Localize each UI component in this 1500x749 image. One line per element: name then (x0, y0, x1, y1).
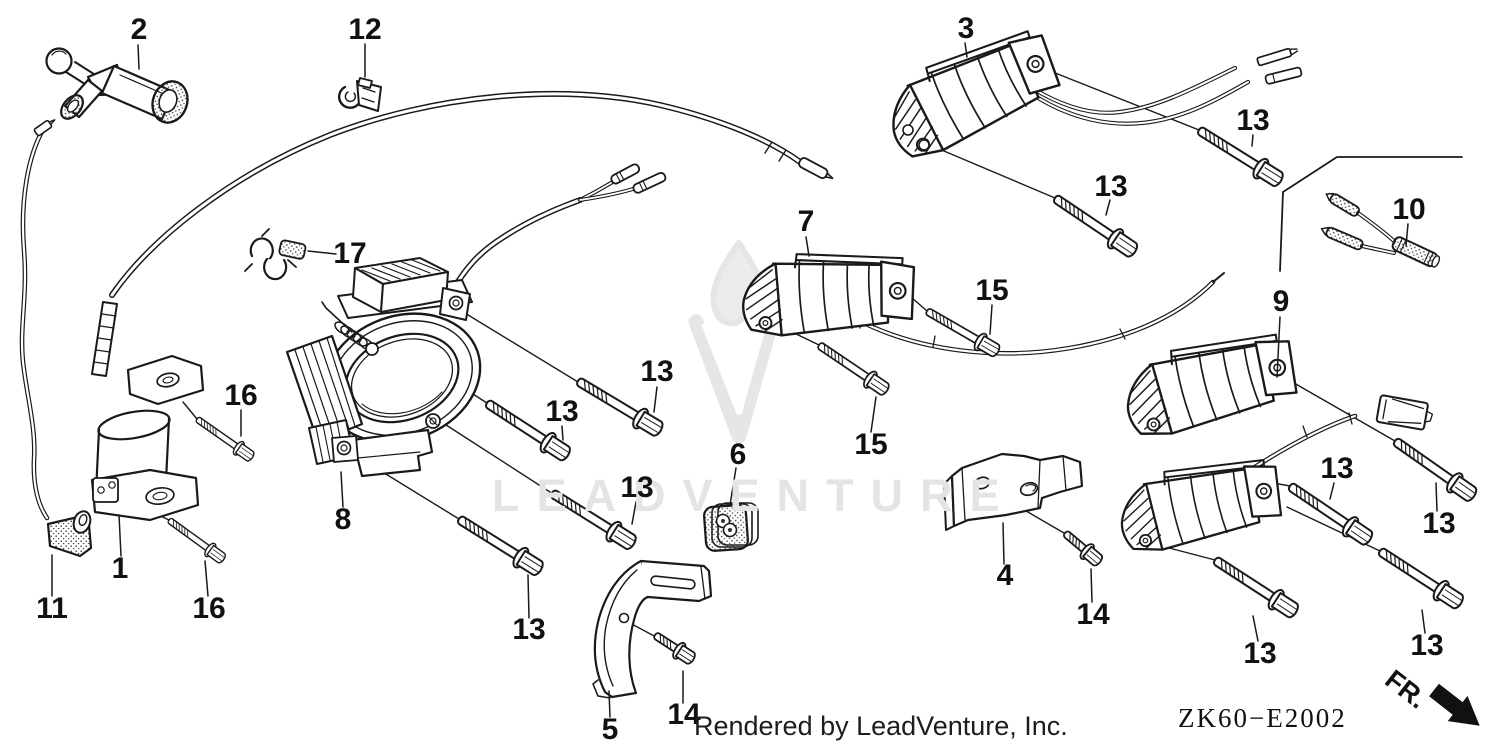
callout-charge-coil-3: 3 (957, 12, 975, 45)
coil-bracket (943, 452, 1084, 531)
callout-stator-base-8: 8 (334, 503, 352, 536)
pulser-spring (321, 301, 379, 356)
leader-flange-bolt-15 (989, 304, 993, 335)
lamp-coil-wire (1235, 394, 1434, 481)
leader-flange-bolt-13 (1435, 482, 1438, 512)
leader-spark-plug-cap-2 (137, 44, 140, 70)
leader-flange-bolt-13 (631, 501, 637, 525)
callout-flange-bolt-16: 16 (192, 592, 226, 625)
stator-base (285, 257, 482, 478)
stator-lead-wires (449, 163, 667, 295)
callout-cord-clip-17: 17 (333, 237, 367, 270)
leader-flange-bolt-13 (1105, 199, 1111, 216)
callout-wire-band-clip-12: 12 (348, 13, 382, 46)
leader-exciter-coil-7 (805, 236, 810, 257)
callout-spark-plug-cap-2: 2 (130, 13, 148, 46)
cord-clip (244, 228, 307, 281)
wire-band-clip (337, 77, 382, 112)
connector-plug (1375, 394, 1434, 431)
leader-stator-base-8 (340, 471, 344, 508)
charge-coil-upper (1115, 321, 1305, 444)
callout-flange-bolt-13: 13 (1320, 452, 1354, 485)
exciter-coil (739, 246, 919, 339)
bullet-terminal (610, 163, 641, 185)
callout-flange-bolt-13: 13 (620, 471, 654, 504)
leader-coil-bracket-cover-5 (608, 690, 611, 718)
callout-coil-bracket-4: 4 (996, 559, 1014, 592)
callout-terminal-connector-11: 11 (36, 592, 68, 625)
spade-terminal (1256, 47, 1299, 67)
callout-flange-bolt-15: 15 (975, 274, 1009, 307)
leader-flange-bolt-13 (653, 386, 658, 413)
callout-flange-bolt-16: 16 (224, 379, 258, 412)
leader-flange-bolt-small-14 (1090, 568, 1093, 603)
drawing-code: ZK60−E2002 (1178, 703, 1347, 733)
leader-grommet-6 (729, 467, 737, 506)
exciter-coil-wire (855, 272, 1225, 356)
callout-flange-bolt-13: 13 (1243, 637, 1277, 670)
callout-grommet-6: 6 (729, 438, 747, 471)
leader-ignition-coil-1 (118, 514, 122, 557)
leader-flange-bolt-13 (527, 574, 530, 619)
callout-ignition-coil-1: 1 (111, 552, 129, 585)
spark-plug-wire (109, 90, 834, 298)
callout-flange-bolt-small-14: 14 (667, 698, 701, 731)
leader-coil-bracket-4 (1002, 522, 1005, 565)
callout-flange-bolt-13: 13 (545, 395, 579, 428)
callout-coil-bracket-cover-5: 5 (601, 713, 619, 746)
leader-flange-bolt-13 (1421, 609, 1426, 634)
callout-flange-bolt-13: 13 (1094, 170, 1128, 203)
leader-charge-coil-3 (964, 42, 968, 58)
callout-flange-bolt-15: 15 (854, 428, 888, 461)
callout-flange-bolt-13: 13 (1410, 629, 1444, 662)
callout-charge-coil-set-9: 9 (1272, 285, 1290, 318)
callout-flange-bolt-13: 13 (1236, 104, 1270, 137)
rendered-by-credit: Rendered by LeadVenture, Inc. (694, 711, 1068, 741)
leader-flange-bolt-13 (1251, 134, 1254, 147)
inset-boundary (1279, 156, 1463, 272)
leader-flange-bolt-13 (1252, 615, 1259, 642)
leader-flange-bolt-15 (870, 396, 877, 433)
callout-flange-bolt-small-14: 14 (1076, 598, 1110, 631)
charge-coil (873, 16, 1070, 168)
grommet (703, 502, 759, 552)
callout-flange-bolt-13: 13 (640, 355, 674, 388)
leader-flange-bolt-16 (204, 560, 209, 597)
leader-charge-coil-set-9 (1276, 316, 1281, 378)
leader-sub-wire-harness-10 (1405, 223, 1409, 247)
engine-stop-wire (19, 119, 56, 521)
callout-leader-lines (51, 42, 1438, 718)
callout-exciter-coil-7: 7 (797, 205, 815, 238)
bullet-terminal (632, 171, 667, 194)
spade-terminal (1264, 66, 1303, 85)
terminal-connector (46, 510, 93, 558)
front-direction-arrow (1429, 683, 1480, 726)
leader-flange-bolt-13 (1329, 482, 1335, 500)
callout-flange-bolt-13: 13 (512, 613, 546, 646)
sub-wire-harness (1320, 192, 1441, 268)
coil-bracket-cover (592, 559, 713, 699)
ignition-coil (90, 301, 205, 522)
callout-sub-wire-harness-10: 10 (1392, 193, 1426, 226)
callout-flange-bolt-13: 13 (1422, 507, 1456, 540)
leader-cord-clip-17 (307, 250, 337, 255)
leader-flange-bolt-13 (561, 425, 564, 441)
charge-coil-wires (1029, 47, 1303, 126)
watermark-text: LEADVENTURE (492, 470, 1017, 521)
spark-plug-cap (45, 47, 189, 124)
charge-coil-lower (1111, 447, 1289, 559)
